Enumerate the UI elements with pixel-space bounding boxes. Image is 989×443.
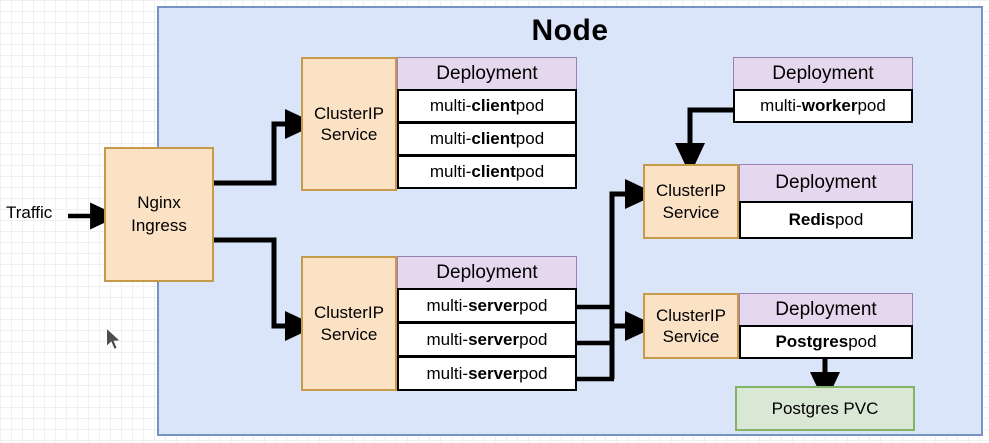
- service-label-line1: ClusterIP: [314, 103, 384, 123]
- pod-postgres-1[interactable]: Postgres pod: [739, 325, 913, 359]
- deployment-header-server: Deployment: [397, 256, 577, 289]
- clusterip-service-postgres[interactable]: ClusterIP Service: [643, 293, 739, 359]
- service-label-line1: ClusterIP: [656, 305, 726, 325]
- pod-server-2[interactable]: multi-server pod: [397, 322, 577, 357]
- deployment-postgres: Deployment Postgres pod: [739, 293, 913, 359]
- nginx-ingress-line1: Nginx: [137, 193, 181, 213]
- service-label-line2: Service: [320, 324, 378, 344]
- pod-client-3-prefix: multi-: [429, 162, 472, 181]
- deployment-header-client: Deployment: [397, 57, 577, 90]
- deployment-server: Deployment multi-server pod multi-server…: [397, 256, 577, 391]
- pod-client-2-suffix: pod: [515, 129, 545, 148]
- pod-worker-1-suffix: pod: [857, 96, 886, 115]
- pod-redis-1-suffix: pod: [834, 210, 864, 229]
- pod-client-1[interactable]: multi-client pod: [397, 89, 577, 123]
- clusterip-service-client[interactable]: ClusterIP Service: [301, 57, 397, 191]
- clusterip-service-redis[interactable]: ClusterIP Service: [643, 164, 739, 239]
- pod-worker-1-prefix: multi-: [760, 96, 802, 115]
- pod-client-1-prefix: multi-: [429, 96, 472, 115]
- mouse-cursor-icon: [106, 327, 122, 351]
- pod-client-3-strong: client: [471, 162, 516, 181]
- pod-client-1-suffix: pod: [515, 96, 545, 115]
- pod-postgres-1-strong: Postgres: [775, 332, 849, 351]
- pod-server-3-strong: server: [468, 363, 520, 383]
- pod-server-2-strong: server: [468, 329, 520, 349]
- pod-server-2-suffix: pod: [519, 329, 548, 349]
- deployment-redis: Deployment Redis pod: [739, 164, 913, 239]
- pod-client-3[interactable]: multi-client pod: [397, 155, 577, 189]
- pod-server-3[interactable]: multi-server pod: [397, 356, 577, 391]
- pod-server-2-prefix: multi-: [426, 329, 469, 349]
- pod-server-1[interactable]: multi-server pod: [397, 288, 577, 323]
- pod-server-1-prefix: multi-: [426, 295, 469, 315]
- traffic-label: Traffic: [6, 203, 53, 222]
- pod-server-3-suffix: pod: [519, 363, 548, 383]
- deployment-header-worker: Deployment: [733, 57, 913, 90]
- pod-server-3-prefix: multi-: [426, 363, 469, 383]
- pod-client-1-strong: client: [471, 96, 516, 115]
- pod-redis-1[interactable]: Redis pod: [739, 201, 913, 239]
- service-label-line2: Service: [662, 202, 720, 222]
- service-label-line1: ClusterIP: [656, 181, 726, 201]
- pod-client-3-suffix: pod: [515, 162, 545, 181]
- nginx-ingress-box[interactable]: Nginx Ingress: [104, 147, 214, 282]
- clusterip-service-server[interactable]: ClusterIP Service: [301, 256, 397, 391]
- pod-worker-1-strong: worker: [801, 96, 858, 115]
- service-label-line1: ClusterIP: [314, 303, 384, 323]
- pod-redis-1-strong: Redis: [788, 210, 835, 229]
- postgres-pvc-box[interactable]: Postgres PVC: [735, 386, 915, 431]
- deployment-header-postgres: Deployment: [739, 293, 913, 326]
- service-label-line2: Service: [320, 125, 378, 144]
- pod-server-1-suffix: pod: [519, 295, 548, 315]
- pod-worker-1[interactable]: multi-worker pod: [733, 89, 913, 123]
- pod-client-2-prefix: multi-: [429, 129, 472, 148]
- pod-client-2-strong: client: [471, 129, 516, 148]
- deployment-header-redis: Deployment: [739, 164, 913, 202]
- deployment-client: Deployment multi-client pod multi-client…: [397, 57, 577, 189]
- pod-client-2[interactable]: multi-client pod: [397, 122, 577, 156]
- pod-postgres-1-suffix: pod: [848, 332, 877, 351]
- nginx-ingress-line2: Ingress: [131, 215, 187, 235]
- pod-server-1-strong: server: [468, 295, 520, 315]
- deployment-worker: Deployment multi-worker pod: [733, 57, 913, 123]
- node-title: Node: [531, 14, 609, 47]
- service-label-line2: Service: [662, 327, 720, 346]
